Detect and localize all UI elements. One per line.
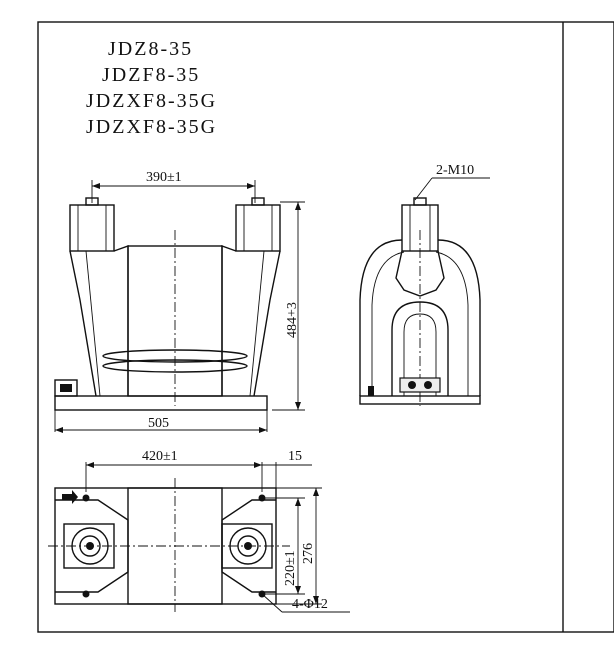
mount-spacing-x-label: 420±1 [142,449,178,464]
mount-spacing-y-label: 220±1 [283,550,298,586]
model-name: JDZ8-35 [108,38,194,60]
model-name: JDZXF8-35G [86,90,218,112]
edge-offset-label: 15 [288,449,302,464]
base-width-label: 276 [301,543,316,564]
front-view: 390±1 [54,170,305,433]
outer-border [37,21,614,633]
terminal-spacing-label: 390±1 [146,170,182,185]
model-name: JDZXF8-35G [86,116,218,138]
height-label: 484+3 [285,302,300,338]
model-name: JDZF8-35 [102,64,201,86]
top-view: 420±1 15 [48,449,350,613]
thread-label: 2-M10 [436,163,474,178]
model-list: JDZ8-35 JDZF8-35 JDZXF8-35G JDZXF8-35G [86,36,256,140]
side-view: 2-M10 [359,163,490,406]
base-length-label: 505 [148,416,169,431]
holes-label: 4-Φ12 [292,597,328,612]
